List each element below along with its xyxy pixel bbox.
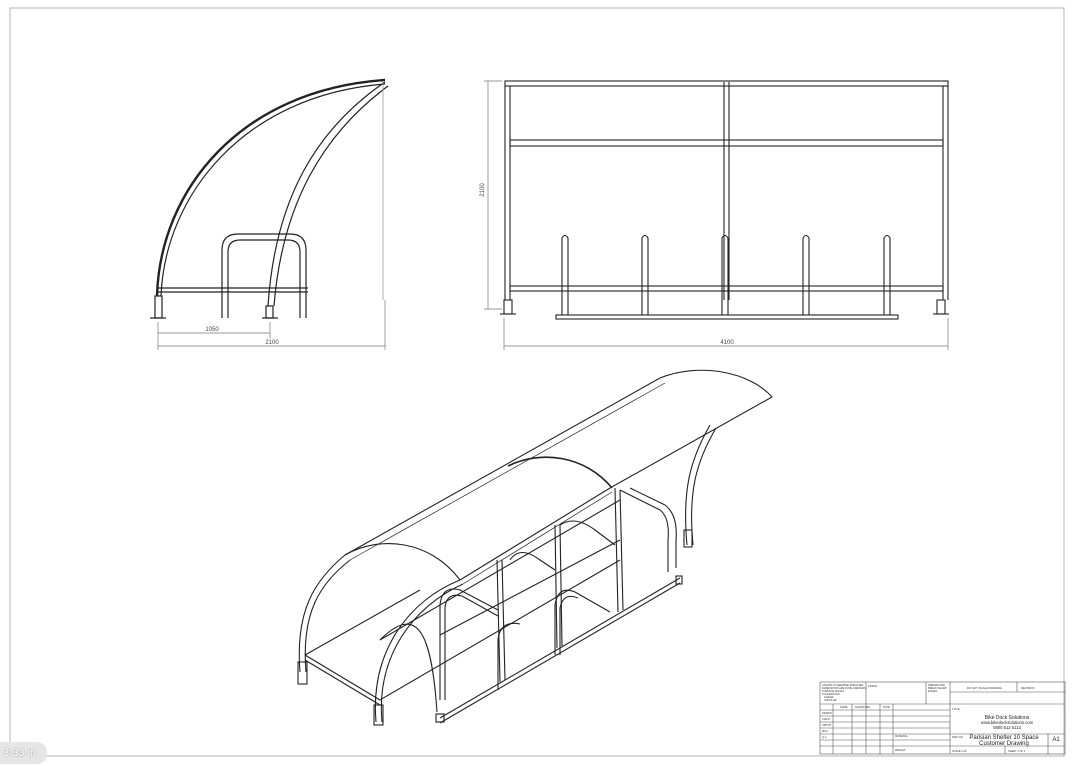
dim-side-base-width: 1050 xyxy=(205,327,219,333)
note-line: UNLESS OTHERWISE SPECIFIED: xyxy=(822,683,864,687)
title-label: TITLE: xyxy=(952,707,961,711)
note-line: ANGULAR: xyxy=(824,698,838,702)
weight-label: WEIGHT: xyxy=(895,748,906,752)
svg-text:MFG: MFG xyxy=(822,729,828,733)
deburr-note: DEBURR AND BREAK SHARP EDGES xyxy=(928,683,947,693)
front-bike-stands xyxy=(561,234,891,315)
dim-front-overall-width: 4100 xyxy=(720,340,734,346)
svg-text:SIGNATURE: SIGNATURE xyxy=(855,705,870,709)
svg-text:DATE: DATE xyxy=(883,705,890,709)
svg-text:NAME: NAME xyxy=(840,705,848,709)
zoom-readout: 3.33 in xyxy=(0,742,47,764)
title-block xyxy=(819,681,1066,755)
svg-text:DEBURR AND: DEBURR AND xyxy=(928,683,945,687)
svg-text:CHK'D: CHK'D xyxy=(822,717,830,721)
company-website: www.bikedocksolutions.com xyxy=(981,720,1034,725)
role-rows: DRAWN CHK'D APPV'D MFG Q.A xyxy=(822,711,832,739)
note-line: LINEAR: xyxy=(824,695,834,699)
isometric-view xyxy=(297,369,773,726)
drawing-title-line2: Customer Drawing xyxy=(979,741,1029,747)
side-view xyxy=(150,78,389,319)
sheet-size: A1 xyxy=(1052,737,1060,743)
front-view xyxy=(500,80,949,320)
dim-front-height: 2100 xyxy=(480,183,486,197)
material-label: MATERIAL: xyxy=(895,734,909,738)
dim-side-overall-width: 2100 xyxy=(265,340,279,346)
note-line: SURFACE FINISH: xyxy=(822,689,844,693)
svg-text:Q.A: Q.A xyxy=(822,735,827,739)
front-dimensions xyxy=(484,80,949,350)
note-line: TOLERANCES: xyxy=(822,692,841,696)
sheet-border xyxy=(9,7,1065,757)
finish-label: FINISH: xyxy=(868,684,878,688)
note-line: DIMENSIONS ARE IN MILLIMETERS xyxy=(822,686,866,690)
svg-text:DRAWN: DRAWN xyxy=(822,711,832,715)
revision-label: REVISION xyxy=(1021,686,1034,690)
company-phone: 0800 612 5113 xyxy=(993,725,1021,730)
sheet-label: SHEET 1 OF 1 xyxy=(1008,749,1026,753)
title-block-notes: UNLESS OTHERWISE SPECIFIED: DIMENSIONS A… xyxy=(822,683,866,702)
side-dimensions xyxy=(157,300,386,350)
signature-columns: NAME SIGNATURE DATE xyxy=(840,705,890,709)
svg-text:BREAK SHARP: BREAK SHARP xyxy=(928,686,947,690)
company-name: Bike Dock Solutions xyxy=(985,715,1030,721)
scale-label: SCALE:1:20 xyxy=(952,749,967,753)
svg-text:APPV'D: APPV'D xyxy=(822,723,831,727)
dwg-no-label: DWG NO. xyxy=(952,735,964,739)
scale-note: DO NOT SCALE DRAWING xyxy=(967,686,1002,690)
svg-text:EDGES: EDGES xyxy=(928,689,937,693)
drawing-title-line1: Parisian Shelter 10 Space xyxy=(969,735,1039,741)
